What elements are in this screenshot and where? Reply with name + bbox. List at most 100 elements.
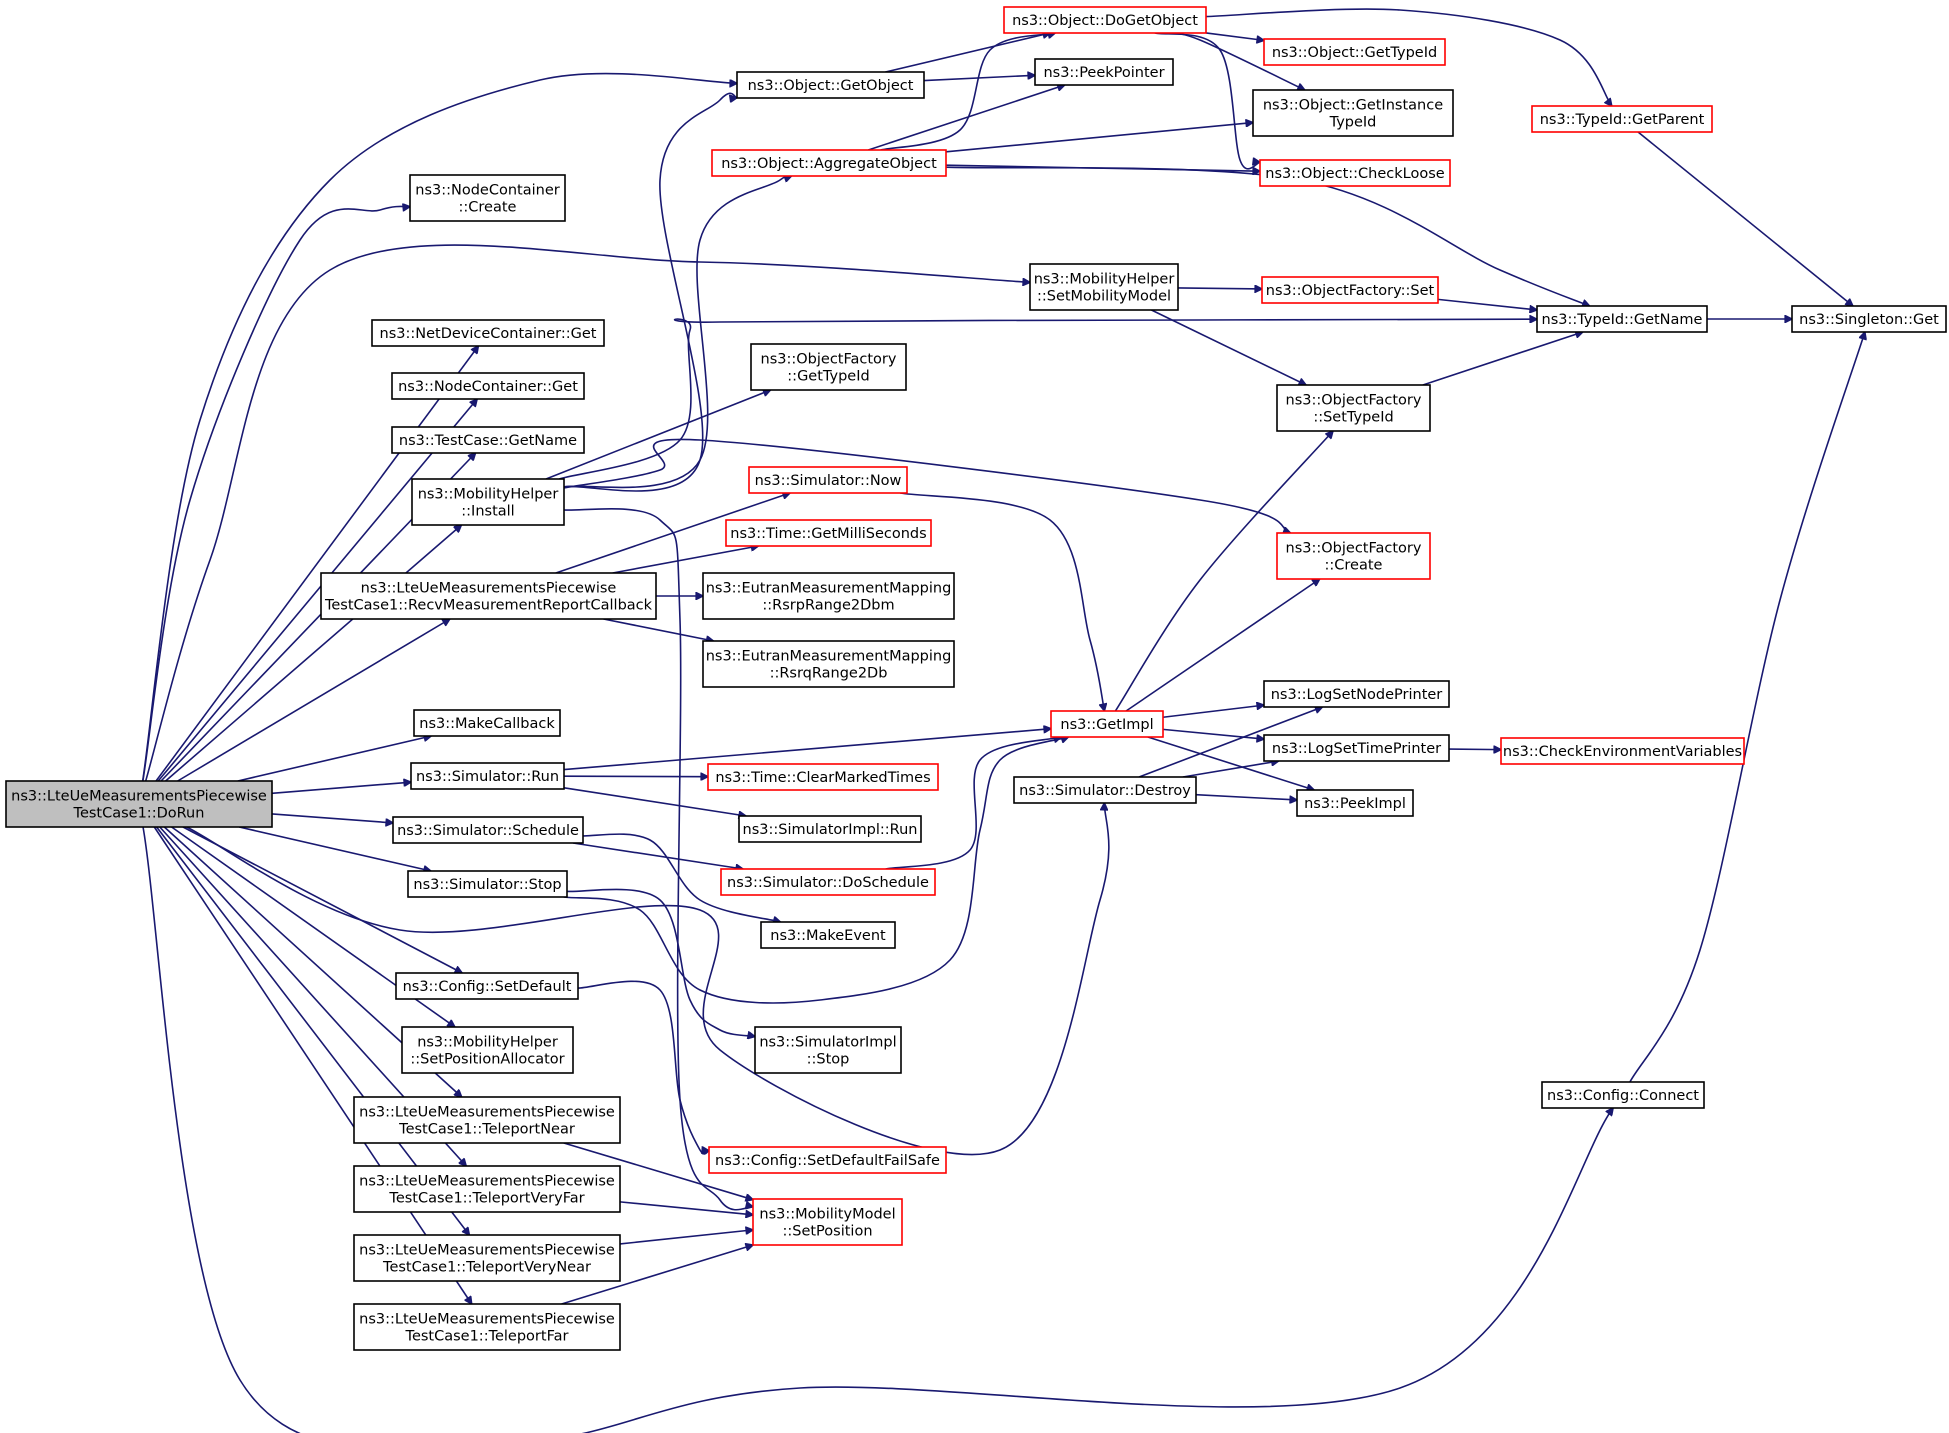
node-tid-getparent[interactable]: ns3::TypeId::GetParent: [1531, 105, 1713, 133]
edge-dorun-to-sim_destroy: [186, 803, 1110, 1156]
node-rsrp[interactable]: ns3::EutranMeasurementMapping::RsrpRange…: [702, 572, 955, 620]
node-label: ns3::Simulator::DoSchedule: [727, 875, 929, 891]
node-aggregate[interactable]: ns3::Object::AggregateObject: [711, 149, 947, 177]
node-box: [1541, 1081, 1705, 1109]
node-obj-gettypeid[interactable]: ns3::Object::GetTypeId: [1263, 38, 1446, 66]
node-label: ns3::LteUeMeasurementsPiecewise: [359, 1174, 615, 1190]
node-tp-vfar[interactable]: ns3::LteUeMeasurementsPiecewiseTestCase1…: [353, 1165, 621, 1213]
node-time-getms[interactable]: ns3::Time::GetMilliSeconds: [725, 519, 932, 547]
node-singleton[interactable]: ns3::Singleton::Get: [1791, 305, 1947, 333]
edge-dorun-to-recv: [177, 619, 450, 782]
node-checkenv[interactable]: ns3::CheckEnvironmentVariables: [1500, 737, 1745, 765]
node-tid-getname[interactable]: ns3::TypeId::GetName: [1536, 305, 1708, 333]
node-box: [725, 519, 932, 547]
node-clearmarked[interactable]: ns3::Time::ClearMarkedTimes: [707, 763, 939, 791]
node-box: [353, 1165, 621, 1213]
edge-dorun-to-makecb: [237, 736, 431, 782]
node-box: [1500, 737, 1745, 765]
node-label: ns3::TypeId::GetParent: [1540, 112, 1705, 128]
node-mh-setpos[interactable]: ns3::MobilityHelper::SetPositionAllocato…: [401, 1026, 574, 1074]
node-label: ns3::TypeId::GetName: [1542, 312, 1703, 328]
edge-mh_install-to-mm_setpos: [563, 507, 753, 1211]
node-label: TestCase1::RecvMeasurementReportCallback: [324, 598, 653, 614]
node-label: ns3::Object::DoGetObject: [1012, 13, 1198, 29]
node-dorun[interactable]: ns3::LteUeMeasurementsPiecewiseTestCase1…: [5, 780, 273, 828]
node-obj-checkloose[interactable]: ns3::Object::CheckLoose: [1259, 159, 1451, 187]
edges: [141, 8, 1865, 1433]
node-peekpointer[interactable]: ns3::PeekPointer: [1034, 58, 1174, 86]
node-box: [1296, 789, 1414, 817]
node-label: ns3::NodeContainer: [415, 183, 559, 199]
node-tc-getname[interactable]: ns3::TestCase::GetName: [391, 426, 585, 454]
node-getobject[interactable]: ns3::Object::GetObject: [736, 71, 925, 99]
node-label: ns3::NodeContainer::Get: [398, 379, 578, 395]
node-label: ns3::LteUeMeasurementsPiecewise: [359, 1243, 615, 1259]
node-getimpl[interactable]: ns3::GetImpl: [1050, 710, 1164, 738]
node-box: [401, 1026, 574, 1074]
node-makeevent[interactable]: ns3::MakeEvent: [760, 921, 896, 949]
node-box: [407, 870, 568, 898]
edge-sim_destroy-to-logsettime: [1182, 761, 1279, 778]
node-of-gettypeid[interactable]: ns3::ObjectFactory::GetTypeId: [750, 343, 907, 391]
node-of-set[interactable]: ns3::ObjectFactory::Set: [1261, 276, 1439, 304]
node-recv[interactable]: ns3::LteUeMeasurementsPiecewiseTestCase1…: [320, 572, 657, 620]
node-label: ns3::Simulator::Destroy: [1019, 783, 1191, 799]
node-label: ns3::LteUeMeasurementsPiecewise: [359, 1105, 615, 1121]
node-label: TestCase1::DoRun: [73, 806, 205, 822]
node-rsrq[interactable]: ns3::EutranMeasurementMapping::RsrqRange…: [702, 640, 955, 688]
node-cfg-connect[interactable]: ns3::Config::Connect: [1541, 1081, 1705, 1109]
node-of-create[interactable]: ns3::ObjectFactory::Create: [1276, 532, 1431, 580]
node-box: [410, 762, 565, 790]
node-sim-now[interactable]: ns3::Simulator::Now: [748, 466, 908, 494]
node-nc-create[interactable]: ns3::NodeContainer::Create: [409, 174, 566, 222]
node-nc-get[interactable]: ns3::NodeContainer::Get: [391, 372, 585, 400]
node-mh-install[interactable]: ns3::MobilityHelper::Install: [411, 478, 565, 526]
node-box: [1531, 105, 1713, 133]
node-tp-near[interactable]: ns3::LteUeMeasurementsPiecewiseTestCase1…: [353, 1096, 621, 1144]
node-cfg-setdef[interactable]: ns3::Config::SetDefault: [395, 972, 579, 1000]
node-sim-sched[interactable]: ns3::Simulator::Schedule: [392, 816, 584, 844]
node-ndc-get[interactable]: ns3::NetDeviceContainer::Get: [371, 319, 605, 347]
node-label: ns3::MakeCallback: [419, 716, 555, 732]
edge-tp_vfar-to-mm_setpos: [619, 1201, 753, 1215]
node-label: ns3::Config::SetDefault: [403, 979, 572, 995]
node-dogetobject[interactable]: ns3::Object::DoGetObject: [1003, 6, 1207, 34]
edge-recv-to-time_getms: [612, 546, 759, 574]
node-box: [411, 478, 565, 526]
node-tp-far[interactable]: ns3::LteUeMeasurementsPiecewiseTestCase1…: [353, 1303, 621, 1351]
node-simimpl-run[interactable]: ns3::SimulatorImpl::Run: [738, 815, 922, 843]
node-peekimpl[interactable]: ns3::PeekImpl: [1296, 789, 1414, 817]
node-tp-vnear[interactable]: ns3::LteUeMeasurementsPiecewiseTestCase1…: [353, 1234, 621, 1282]
node-label: ns3::PeekImpl: [1304, 796, 1406, 812]
edge-mh_install-to-of_create: [563, 438, 1291, 533]
node-makecb[interactable]: ns3::MakeCallback: [413, 709, 561, 737]
node-label: ::SetPosition: [782, 1224, 872, 1240]
node-sim-destroy[interactable]: ns3::Simulator::Destroy: [1013, 776, 1197, 804]
node-label: ns3::EutranMeasurementMapping: [706, 649, 952, 665]
node-mh-setmob[interactable]: ns3::MobilityHelper::SetMobilityModel: [1029, 263, 1179, 311]
node-doschedule[interactable]: ns3::Simulator::DoSchedule: [720, 868, 936, 896]
node-box: [1050, 710, 1164, 738]
edge-logsettime-to-checkenv: [1448, 749, 1501, 750]
edge-dorun-to-mh_install: [165, 525, 462, 782]
node-label: ns3::TestCase::GetName: [399, 433, 577, 449]
node-label: ns3::MobilityHelper: [1034, 272, 1175, 288]
node-of-settypeid[interactable]: ns3::ObjectFactory::SetTypeId: [1276, 384, 1431, 432]
edge-tp_vnear-to-mm_setpos: [619, 1230, 753, 1245]
node-logsetnode[interactable]: ns3::LogSetNodePrinter: [1263, 680, 1450, 708]
node-mm-setpos[interactable]: ns3::MobilityModel::SetPosition: [752, 1198, 903, 1246]
node-box: [391, 372, 585, 400]
edge-doschedule-to-getimpl: [885, 737, 1061, 870]
edge-getimpl-to-of_settypeid: [1114, 431, 1333, 712]
node-box: [409, 174, 566, 222]
node-logsettime[interactable]: ns3::LogSetTimePrinter: [1263, 734, 1450, 762]
edge-of_settypeid-to-tid_getname: [1422, 332, 1583, 386]
node-sim-run[interactable]: ns3::Simulator::Run: [410, 762, 565, 790]
node-simimpl-stop[interactable]: ns3::SimulatorImpl::Stop: [754, 1026, 902, 1074]
node-sim-stop[interactable]: ns3::Simulator::Stop: [407, 870, 568, 898]
node-cfg-setdeffs[interactable]: ns3::Config::SetDefaultFailSafe: [708, 1146, 947, 1174]
node-box: [708, 1146, 947, 1174]
node-box: [353, 1096, 621, 1144]
node-label: ::SetPositionAllocator: [410, 1052, 564, 1068]
